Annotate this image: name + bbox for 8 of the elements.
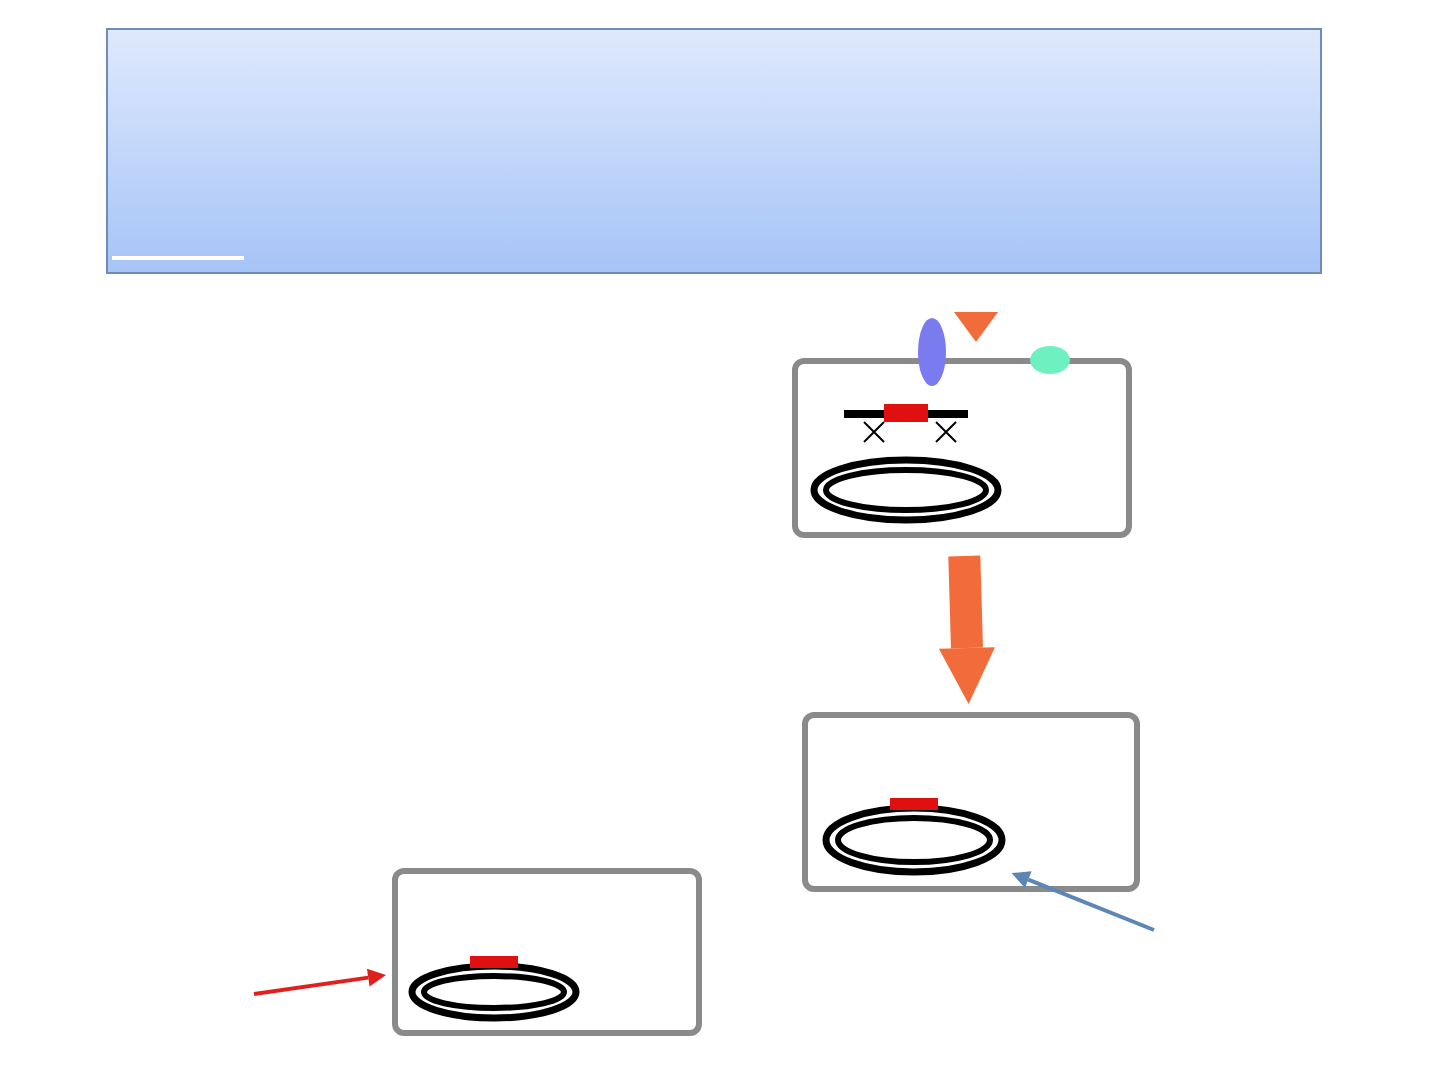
- cell-box: [792, 358, 1132, 538]
- arrow: [253, 968, 387, 996]
- title-banner: [106, 28, 1322, 274]
- cell-box: [392, 868, 702, 1036]
- cell-box: [802, 712, 1140, 892]
- arrow: [1011, 871, 1155, 932]
- plasmid-icon: [822, 792, 1006, 876]
- arrow: [939, 555, 995, 704]
